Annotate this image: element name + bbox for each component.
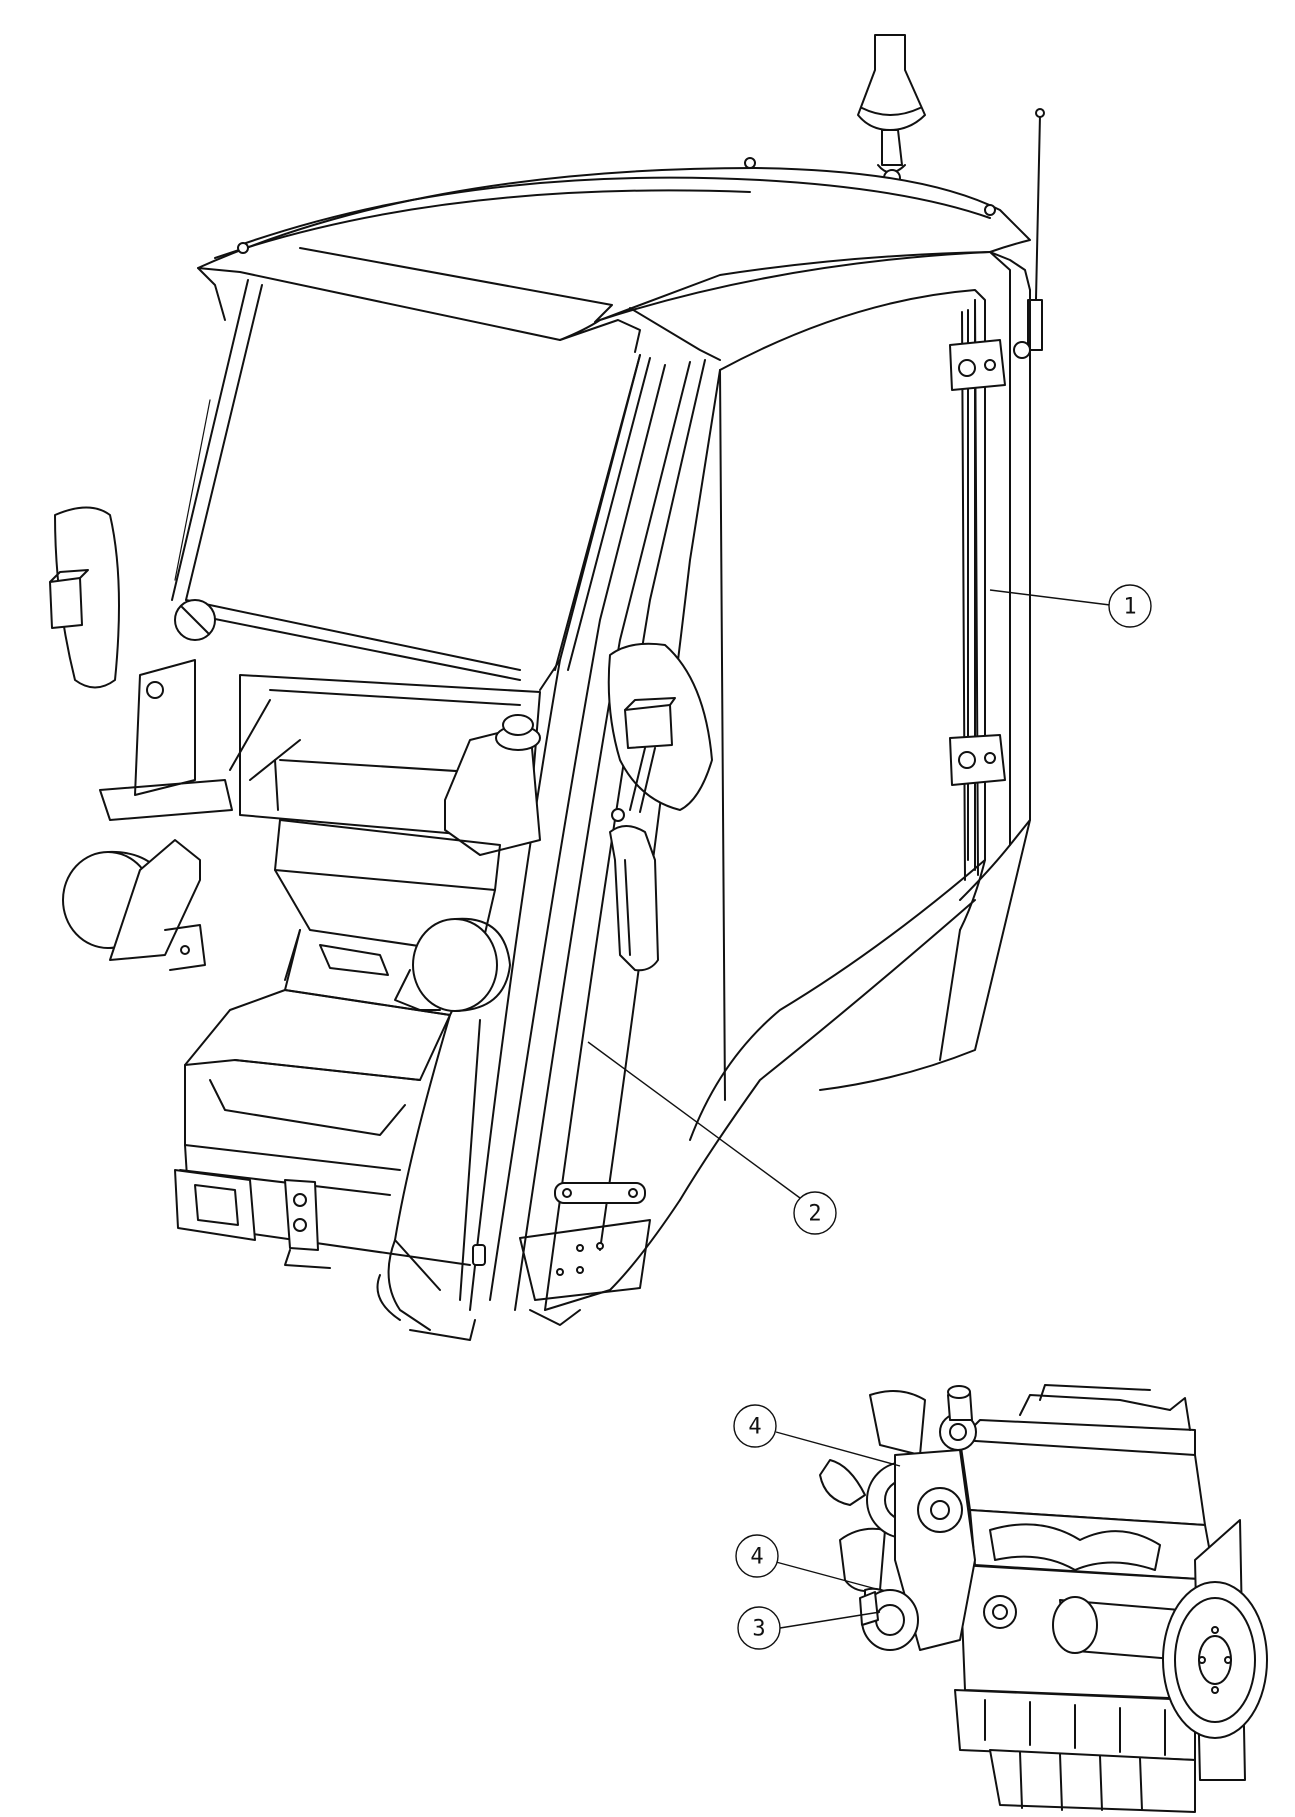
callout-1: 1	[989, 584, 1152, 628]
flywheel	[1162, 1519, 1268, 1781]
callout-4b-label: 4	[750, 1545, 763, 1570]
left-work-light	[62, 839, 206, 971]
right-mirror	[607, 642, 713, 822]
windscreen	[171, 279, 651, 681]
callout-2: 2	[587, 1041, 837, 1235]
door-handle	[609, 825, 659, 972]
beacon-light	[857, 34, 926, 187]
door-hinges	[949, 339, 1006, 786]
cab-door-frame	[469, 251, 1031, 1311]
callout-4a-label: 4	[748, 1415, 761, 1440]
callout-4b: 4	[735, 1534, 881, 1591]
callout-3: 3	[737, 1606, 881, 1650]
left-mirror	[49, 506, 120, 689]
engine-assembly	[819, 1384, 1268, 1813]
door-step-plate	[519, 1182, 651, 1301]
engine-block	[954, 1384, 1221, 1813]
engine-front-cover	[894, 1385, 977, 1651]
oil-filter	[859, 1589, 919, 1651]
cab-roof	[197, 157, 1031, 361]
callout-1-label: 1	[1123, 595, 1136, 620]
cab-assembly	[49, 34, 1045, 1341]
callout-2-label: 2	[808, 1202, 821, 1227]
callout-3-label: 3	[752, 1617, 765, 1642]
right-work-light	[394, 917, 511, 1012]
callout-4a: 4	[733, 1404, 901, 1467]
cab-lower-body	[174, 989, 581, 1341]
antenna	[1013, 108, 1045, 359]
